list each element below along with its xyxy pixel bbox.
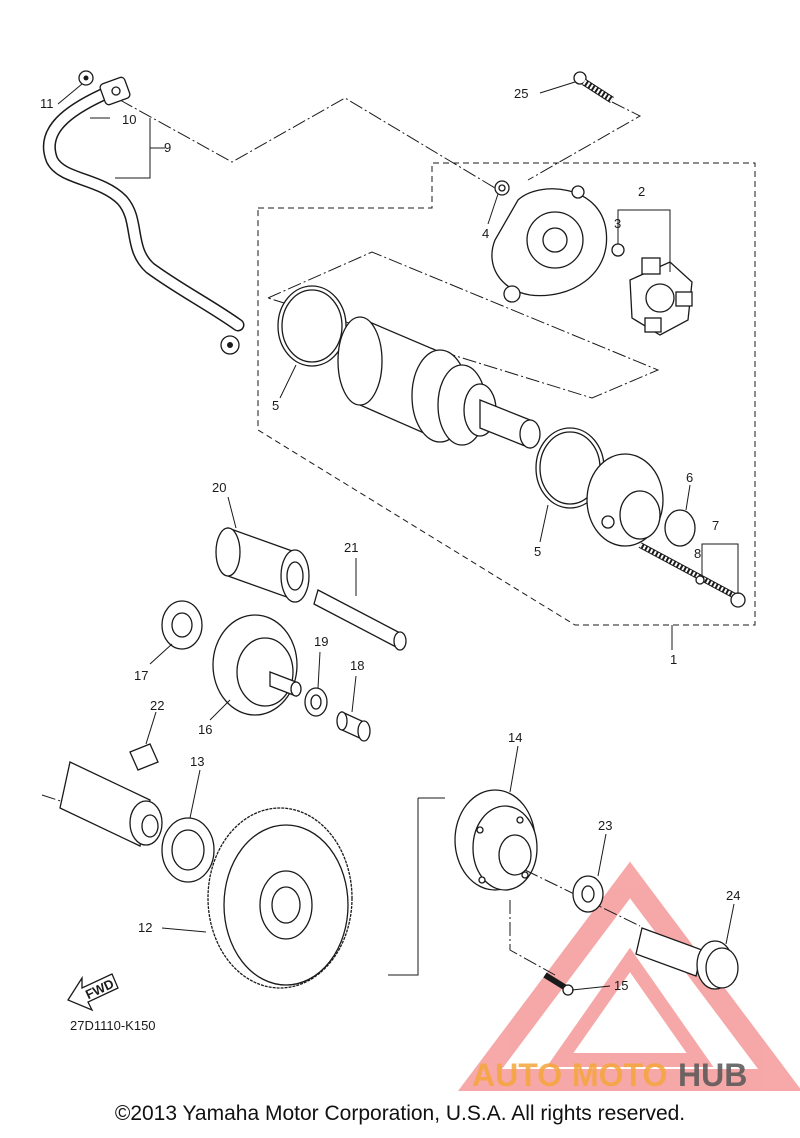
bearing-17 bbox=[161, 600, 203, 650]
washer-23 bbox=[572, 875, 604, 913]
one-way-clutch-14 bbox=[454, 789, 538, 891]
callout-18: 18 bbox=[350, 658, 364, 673]
svg-text:MOTO: MOTO bbox=[572, 1057, 667, 1093]
diagram-svg: FWD 1 2 3 4 5 5 6 bbox=[40, 70, 800, 1093]
callout-16: 16 bbox=[198, 722, 212, 737]
shaft-21 bbox=[313, 589, 407, 651]
leader-lines bbox=[57, 81, 739, 991]
callout-1: 1 bbox=[670, 652, 677, 667]
washer-8 bbox=[695, 575, 705, 585]
cable-connection-line bbox=[119, 97, 496, 189]
washer-13 bbox=[161, 817, 215, 883]
callout-15: 15 bbox=[614, 978, 628, 993]
assembly-boundary-dashed bbox=[257, 162, 756, 626]
callout-3: 3 bbox=[614, 216, 621, 231]
watermark-text: AUTO MOTO HUB bbox=[472, 1057, 747, 1093]
callout-10: 10 bbox=[122, 112, 136, 127]
o-ring-6 bbox=[664, 509, 696, 547]
bolt-24 bbox=[635, 927, 739, 990]
callout-12: 12 bbox=[138, 920, 152, 935]
callout-8: 8 bbox=[694, 546, 701, 561]
callout-6: 6 bbox=[686, 470, 693, 485]
brush-holder-2 bbox=[629, 257, 693, 336]
motor-body-boundary bbox=[266, 251, 660, 399]
callout-4: 4 bbox=[482, 226, 489, 241]
callout-labels: 1 2 3 4 5 5 6 7 8 9 10 11 12 13 14 15 16… bbox=[40, 86, 740, 993]
callout-25: 25 bbox=[514, 86, 528, 101]
fwd-arrow-icon: FWD bbox=[67, 973, 119, 1012]
starter-wheel-gear-12 bbox=[207, 807, 353, 989]
bolt-7 bbox=[638, 542, 746, 608]
washer-19 bbox=[304, 687, 328, 717]
callout-11: 11 bbox=[40, 96, 54, 111]
callout-9: 9 bbox=[164, 140, 171, 155]
gear-assembly-16 bbox=[212, 614, 302, 716]
starter-motor-body bbox=[337, 316, 541, 449]
callout-21: 21 bbox=[344, 540, 358, 555]
svg-text:AUTO: AUTO bbox=[472, 1057, 562, 1093]
callout-14: 14 bbox=[508, 730, 522, 745]
idler-gear-20 bbox=[215, 527, 310, 603]
starter-cable bbox=[42, 70, 245, 355]
bearing-18 bbox=[336, 710, 371, 742]
bolt25-connection-line bbox=[527, 101, 642, 181]
callout-24: 24 bbox=[726, 888, 740, 903]
svg-text:HUB: HUB bbox=[678, 1057, 747, 1093]
callout-5a: 5 bbox=[272, 398, 279, 413]
diagram-code: 27D1110-K150 bbox=[70, 1018, 156, 1033]
nut-4 bbox=[494, 180, 510, 196]
crankshaft bbox=[41, 761, 163, 847]
o-ring-3 bbox=[611, 243, 625, 257]
callout-23: 23 bbox=[598, 818, 612, 833]
rear-cover bbox=[491, 185, 608, 303]
callout-5b: 5 bbox=[534, 544, 541, 559]
callout-19: 19 bbox=[314, 634, 328, 649]
callout-7: 7 bbox=[712, 518, 719, 533]
fwd-label: FWD bbox=[83, 976, 116, 1002]
callout-17: 17 bbox=[134, 668, 148, 683]
key-22 bbox=[129, 743, 159, 771]
bolt-25 bbox=[573, 71, 614, 103]
copyright-notice: ©2013 Yamaha Motor Corporation, U.S.A. A… bbox=[114, 1102, 686, 1125]
callout-13: 13 bbox=[190, 754, 204, 769]
callout-2: 2 bbox=[638, 184, 645, 199]
callout-22: 22 bbox=[150, 698, 164, 713]
gear-connection-line bbox=[388, 798, 419, 976]
front-cover bbox=[586, 453, 664, 547]
callout-20: 20 bbox=[212, 480, 226, 495]
